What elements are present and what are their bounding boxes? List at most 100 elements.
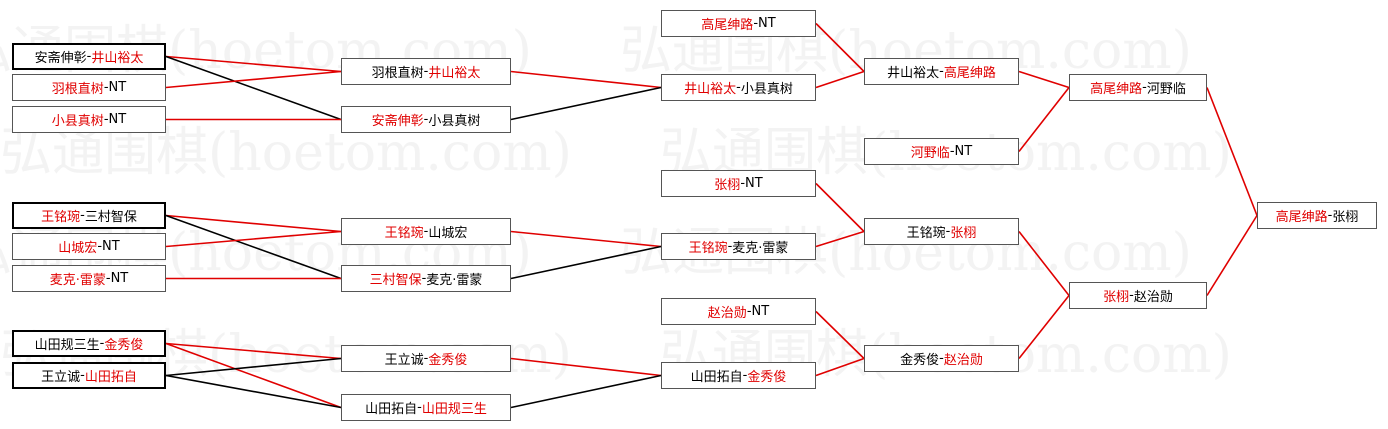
link-m18-m23 (815, 230, 865, 248)
match-m10: 安斋伸彰-小县真树 (341, 106, 511, 133)
player-2-name: 麦克·雷蒙 (732, 241, 789, 256)
link-m7-m14 (165, 342, 342, 409)
link-m1-m9 (165, 55, 342, 73)
versus-separator: - (103, 112, 109, 127)
versus-separator: - (105, 271, 111, 286)
player-2-name: 麦克·雷蒙 (426, 273, 483, 288)
versus-separator: - (740, 176, 746, 191)
link-m16-m21 (815, 70, 865, 89)
link-m17-m23 (815, 182, 865, 233)
player-1-name: 小县真树 (51, 114, 104, 129)
match-m17: 张栩-NT (661, 170, 816, 197)
player-2-name: 金秀俊 (428, 353, 468, 368)
watermark-text: 弘通围棋(hoetom.com) (0, 123, 572, 183)
versus-separator: - (746, 304, 752, 319)
link-m8-m13 (165, 357, 342, 377)
versus-separator: - (423, 224, 429, 239)
match-m13: 王立诚-金秀俊 (341, 345, 511, 372)
link-m11-m18 (510, 230, 662, 248)
player-2-name: 三村智保 (84, 210, 137, 225)
link-m13-m20 (510, 357, 662, 377)
link-m9-m16 (510, 70, 662, 89)
player-1-name: 井山裕太 (887, 66, 940, 81)
player-1-name: 金秀俊 (900, 353, 940, 368)
player-2-name: NT (108, 112, 127, 127)
link-m12-m18 (510, 245, 662, 280)
match-m22: 河野临-NT (864, 138, 1019, 165)
versus-separator: - (423, 351, 429, 366)
match-m15: 高尾绅路-NT (661, 10, 816, 37)
player-1-name: 山田规三生 (34, 338, 100, 353)
player-1-name: 安斋伸彰 (371, 114, 424, 129)
player-2-name: 河野临 (1146, 82, 1186, 97)
link-m2-m9 (165, 70, 342, 89)
player-2-name: 井山裕太 (91, 51, 144, 66)
versus-separator: - (939, 351, 944, 366)
match-m6: 麦克·雷蒙-NT (12, 265, 166, 292)
link-m19-m24 (815, 310, 865, 360)
versus-separator: - (1129, 288, 1134, 303)
versus-separator: - (939, 64, 944, 79)
player-1-name: 王立诚 (384, 353, 424, 368)
player-1-name: 张栩 (1103, 290, 1130, 305)
player-2-name: 小县真树 (740, 82, 793, 97)
player-1-name: 王铭琬 (41, 210, 81, 225)
match-m7: 山田规三生-金秀俊 (12, 330, 166, 357)
player-1-name: 山田拓自 (690, 370, 743, 385)
match-m1: 安斋伸彰-井山裕太 (12, 43, 166, 70)
match-m25: 高尾绅路-河野临 (1069, 74, 1207, 101)
link-m21-m25 (1018, 70, 1070, 89)
match-m23: 王铭琬-张栩 (864, 218, 1019, 245)
player-1-name: 羽根直树 (51, 82, 104, 97)
link-m8-m14 (165, 374, 342, 409)
link-m24-m26 (1018, 295, 1070, 359)
player-1-name: 山田拓自 (365, 402, 418, 417)
link-m25-m27 (1206, 87, 1258, 216)
match-m4: 王铭琬-三村智保 (12, 202, 166, 229)
match-m2: 羽根直树-NT (12, 74, 166, 101)
match-m11: 王铭琬-山城宏 (341, 218, 511, 245)
player-1-name: 高尾绅路 (1275, 210, 1328, 225)
player-1-name: 王铭琬 (384, 226, 424, 241)
player-2-name: NT (108, 80, 127, 95)
versus-separator: - (1142, 80, 1147, 95)
player-1-name: 河野临 (910, 146, 950, 161)
player-1-name: 安斋伸彰 (34, 51, 87, 66)
match-m5: 山城宏-NT (12, 233, 166, 260)
player-2-name: 赵治勋 (943, 353, 983, 368)
link-m7-m13 (165, 342, 342, 360)
link-m23-m26 (1018, 231, 1070, 296)
player-2-name: 赵治勋 (1133, 290, 1173, 305)
player-2-name: NT (110, 271, 129, 286)
versus-separator: - (86, 49, 92, 64)
player-1-name: 羽根直树 (371, 66, 424, 81)
match-m24: 金秀俊-赵治勋 (864, 345, 1019, 372)
versus-separator: - (97, 239, 103, 254)
match-m3: 小县真树-NT (12, 106, 166, 133)
versus-separator: - (753, 16, 759, 31)
match-m8: 王立诚-山田拓自 (12, 362, 166, 389)
versus-separator: - (80, 368, 85, 383)
versus-separator: - (736, 80, 741, 95)
player-1-name: 王铭琬 (688, 241, 728, 256)
player-2-name: NT (102, 239, 120, 254)
versus-separator: - (423, 112, 429, 127)
link-m5-m11 (165, 230, 342, 248)
versus-separator: - (99, 336, 105, 351)
player-2-name: NT (745, 176, 763, 191)
link-m10-m16 (510, 86, 662, 121)
match-m21: 井山裕太-高尾绅路 (864, 58, 1019, 85)
link-m4-m11 (165, 214, 342, 233)
match-m19: 赵治勋-NT (661, 298, 816, 325)
player-1-name: 高尾绅路 (1090, 82, 1143, 97)
player-1-name: 赵治勋 (707, 306, 747, 321)
link-m22-m25 (1018, 87, 1070, 152)
player-2-name: NT (758, 16, 776, 31)
versus-separator: - (1327, 208, 1333, 223)
versus-separator: - (727, 239, 733, 254)
match-m18: 王铭琬-麦克·雷蒙 (661, 233, 816, 260)
versus-separator: - (949, 144, 955, 159)
player-1-name: 王立诚 (41, 370, 81, 385)
player-2-name: 张栩 (950, 226, 977, 241)
